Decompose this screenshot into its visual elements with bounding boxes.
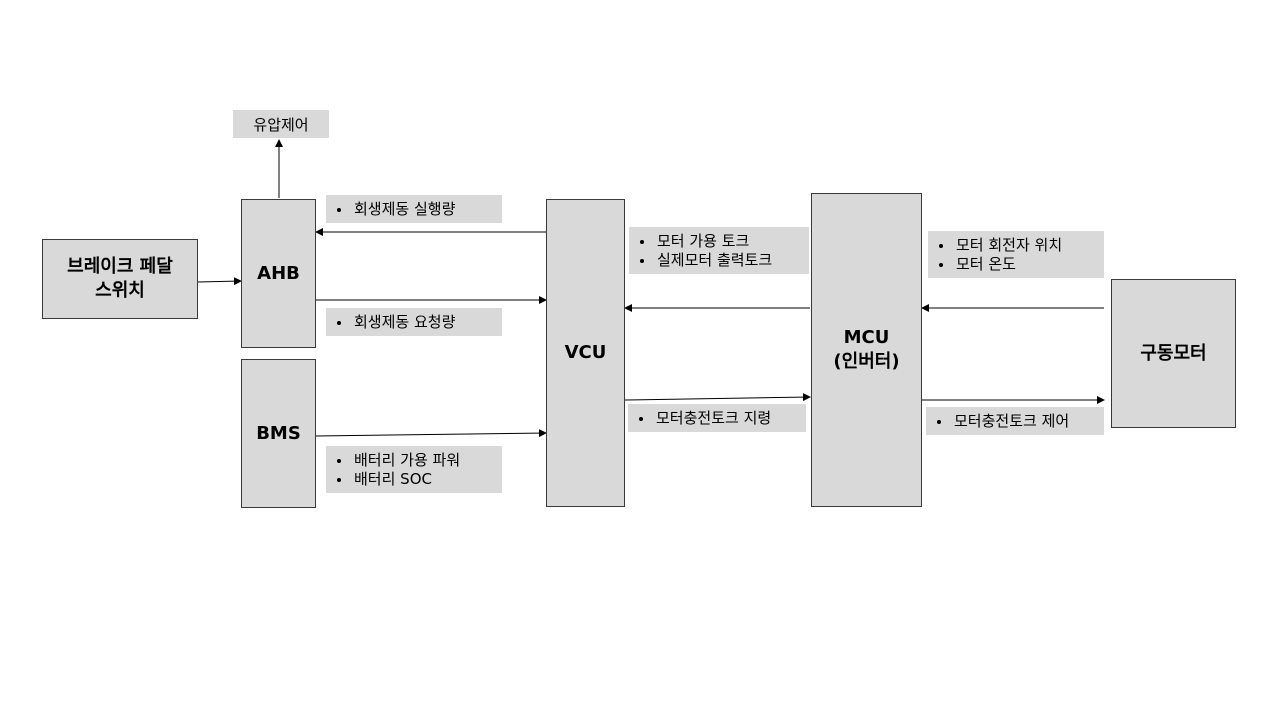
mcu-block: MCU (인버터) xyxy=(811,193,922,507)
bms-block: BMS xyxy=(241,359,316,508)
arrow-vcu-to-mcu xyxy=(624,393,811,402)
brake-switch-line-1: 브레이크 페달 xyxy=(67,256,173,277)
rotor-position-item: 모터 회전자 위치 xyxy=(928,236,1104,255)
regen-exec-label: 회생제동 실행량 xyxy=(326,195,502,223)
ahb-label: AHB xyxy=(257,262,300,284)
mcu-line-1: MCU xyxy=(843,327,890,348)
motor-temperature-item: 모터 온도 xyxy=(928,255,1104,274)
motor-charge-control-label: 모터충전토크 제어 xyxy=(926,407,1104,435)
bms-label: BMS xyxy=(256,422,301,444)
regen-exec-item: 회생제동 실행량 xyxy=(326,200,502,219)
vcu-block: VCU xyxy=(546,199,625,507)
hydraulic-control-text: 유압제어 xyxy=(253,115,309,134)
mcu-line-2: (인버터) xyxy=(833,351,900,372)
motor-torque-info-label: 모터 가용 토크 실제모터 출력토크 xyxy=(629,227,809,274)
battery-soc-item: 배터리 SOC xyxy=(326,470,502,489)
motor-state-label: 모터 회전자 위치 모터 온도 xyxy=(928,231,1104,278)
vcu-label: VCU xyxy=(564,342,607,363)
drive-motor-label: 구동모터 xyxy=(1140,342,1207,364)
arrow-bms-to-vcu xyxy=(315,429,547,438)
brake-pedal-switch-block: 브레이크 페달 스위치 xyxy=(42,239,198,319)
motor-charge-command-label: 모터충전토크 지령 xyxy=(628,404,806,432)
regen-request-label: 회생제동 요청량 xyxy=(326,308,502,336)
motor-available-torque-item: 모터 가용 토크 xyxy=(629,232,809,251)
brake-switch-line-2: 스위치 xyxy=(95,280,145,301)
motor-charge-control-item: 모터충전토크 제어 xyxy=(926,412,1104,431)
battery-info-label: 배터리 가용 파워 배터리 SOC xyxy=(326,446,502,493)
regen-request-item: 회생제동 요청량 xyxy=(326,313,502,332)
drive-motor-block: 구동모터 xyxy=(1111,279,1236,428)
arrow-brake-to-ahb xyxy=(197,277,242,286)
battery-power-item: 배터리 가용 파워 xyxy=(326,451,502,470)
actual-motor-output-torque-item: 실제모터 출력토크 xyxy=(629,251,809,270)
motor-charge-command-item: 모터충전토크 지령 xyxy=(628,409,806,428)
ahb-block: AHB xyxy=(241,199,316,348)
hydraulic-control-label: 유압제어 xyxy=(233,110,329,138)
